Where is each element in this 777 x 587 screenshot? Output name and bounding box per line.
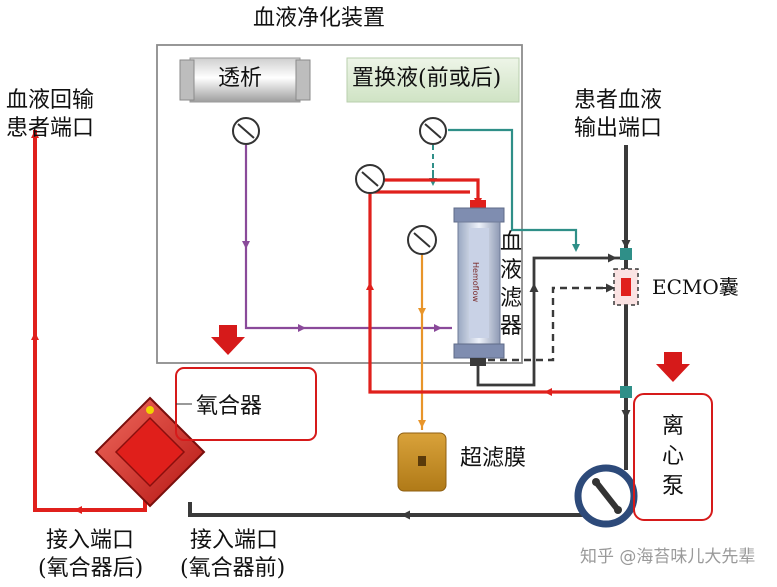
ultrafiltrate-bag bbox=[397, 432, 447, 492]
connect-before-label-2: (氧合器前) bbox=[180, 556, 286, 581]
pump-highlight-box bbox=[633, 393, 713, 521]
pump-label-3: 泵 bbox=[662, 474, 685, 499]
return-port-label-1: 血液回输 bbox=[6, 88, 95, 113]
connect-before-label-1: 接入端口 bbox=[190, 528, 279, 553]
device-boundary bbox=[156, 44, 523, 364]
dialysis-label: 透析 bbox=[218, 66, 263, 91]
return-port-label-2: 患者端口 bbox=[6, 116, 95, 141]
ecmo-bag-label: ECMO囊 bbox=[652, 275, 739, 299]
pump-to-oxygenator-line bbox=[188, 502, 585, 517]
replacement-post-line bbox=[448, 128, 578, 244]
filter-outlet-line bbox=[476, 256, 626, 387]
centrifugal-pump bbox=[574, 464, 638, 528]
hemofilter bbox=[453, 200, 505, 366]
watermark: 知乎 @海苔味儿大先辈 bbox=[580, 547, 756, 567]
highlight-arrow-icon bbox=[211, 325, 690, 382]
pump-label-2: 心 bbox=[662, 444, 685, 469]
device-title: 血液净化装置 bbox=[253, 6, 386, 31]
hemofilter-label-3: 滤 bbox=[500, 286, 523, 311]
hemofilter-label-2: 液 bbox=[500, 258, 523, 283]
patient-output-label-1: 患者血液 bbox=[574, 88, 663, 113]
pump-label-1: 离 bbox=[662, 414, 685, 439]
hemofilter-label-4: 器 bbox=[500, 314, 523, 339]
ultrafiltrate-label: 超滤膜 bbox=[460, 446, 527, 471]
ecmo-bag bbox=[613, 268, 639, 306]
replacement-fluid-label: 置换液(前或后) bbox=[352, 66, 502, 91]
dialysate-line bbox=[244, 145, 452, 330]
oxygenator-label: 氧合器 bbox=[196, 394, 263, 419]
patient-output-label-2: 输出端口 bbox=[574, 116, 663, 141]
hemofilter-brand-text: Hemoflow bbox=[471, 262, 480, 303]
connect-after-label-2: (氧合器后) bbox=[38, 556, 144, 581]
connect-after-label-1: 接入端口 bbox=[46, 528, 135, 553]
gauge-icon bbox=[232, 117, 447, 255]
dialysis-cartridge bbox=[179, 57, 311, 103]
replacement-fluid-box bbox=[346, 57, 520, 103]
hemofilter-label-1: 血 bbox=[500, 230, 523, 255]
oxygenator bbox=[94, 396, 206, 508]
